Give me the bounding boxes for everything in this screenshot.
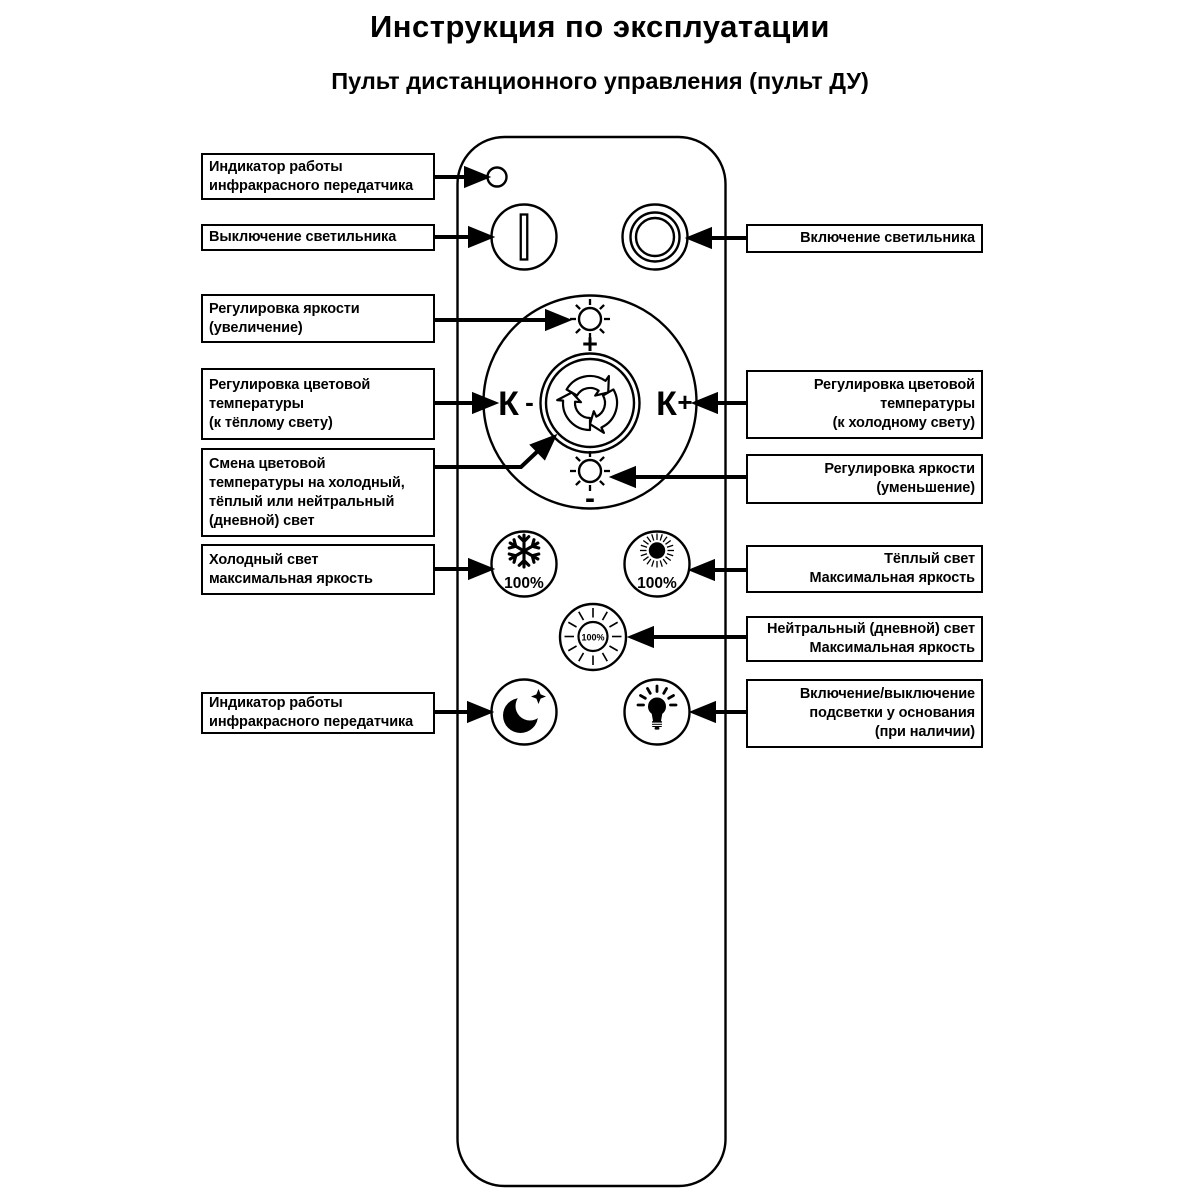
label-color-temp-warm: Регулировка цветовой температуры (к тёпл…: [201, 368, 435, 440]
k-minus-label: К: [498, 385, 519, 423]
arrows: [435, 165, 746, 724]
arrow-warm-light: [687, 558, 746, 582]
power-on-button: [621, 203, 689, 271]
arrow-cold-light: [435, 557, 496, 581]
arrow-brightness-up: [435, 308, 573, 332]
label-brightness-down: Регулировка яркости (уменьшение): [746, 454, 983, 504]
base-light-button: [623, 678, 691, 746]
label-color-temp-cold: Регулировка цветовой температуры (к холо…: [746, 370, 983, 439]
sun-outline-icon: [577, 620, 609, 653]
arrow-base-light: [688, 700, 746, 724]
star-icon: [531, 689, 546, 704]
night-mode-button: [490, 678, 558, 746]
sun-filled-icon: [640, 533, 674, 568]
label-warm-light: Тёплый свет Максимальная яркость: [746, 545, 983, 593]
warm-light-button: 100%: [623, 530, 691, 598]
arrow-k-plus: [690, 391, 746, 415]
page-subtitle: Пульт дистанционного управления (пульт Д…: [331, 68, 869, 94]
cold-light-button: 100%: [490, 530, 558, 598]
label-ir-indicator-bottom: Индикатор работы инфракрасного передатчи…: [201, 692, 435, 734]
brightness-down-icon: [570, 451, 610, 491]
arrow-brightness-down: [608, 465, 746, 489]
label-neutral-light: Нейтральный (дневной) свет Максимальная …: [746, 616, 983, 662]
arrow-k-minus: [435, 391, 500, 415]
neutral-max-label: 100%: [581, 633, 604, 643]
k-plus-label: К: [656, 385, 677, 423]
k-minus-sign: -: [525, 387, 534, 417]
label-color-change: Смена цветовой температуры на холодный, …: [201, 448, 435, 537]
cold-max-label: 100%: [504, 575, 544, 592]
neutral-light-button: 100%: [558, 602, 628, 672]
warm-max-label: 100%: [637, 575, 677, 592]
label-cold-light: Холодный свет максимальная яркость: [201, 544, 435, 595]
label-power-off: Выключение светильника: [201, 224, 435, 251]
moon-icon: [503, 689, 546, 733]
arrow-color-change: [435, 433, 558, 469]
cycle-arrows-icon: [556, 374, 619, 434]
arrow-ir-bottom: [435, 700, 495, 724]
page-title: Инструкция по эксплуатации: [370, 9, 830, 44]
label-power-on: Включение светильника: [746, 224, 983, 253]
arrow-ir-top: [435, 165, 492, 189]
arrow-power-on: [684, 226, 746, 250]
label-base-light: Включение/выключение подсветки у основан…: [746, 679, 983, 748]
k-plus-sign: +: [677, 387, 692, 417]
minus-sign: -: [585, 482, 595, 515]
arrow-neutral-light: [626, 625, 746, 649]
bulb-icon: [636, 684, 678, 730]
plus-sign: +: [582, 329, 598, 359]
label-ir-indicator-top: Индикатор работы инфракрасного передатчи…: [201, 153, 435, 200]
label-brightness-up: Регулировка яркости (увеличение): [201, 294, 435, 343]
snowflake-icon: [507, 533, 541, 569]
vertical-bar-icon: [519, 213, 529, 261]
power-off-button: [490, 203, 558, 271]
brightness-up-icon: [570, 299, 610, 339]
color-cycle-dial: [539, 352, 641, 454]
arrow-power-off: [435, 225, 496, 249]
